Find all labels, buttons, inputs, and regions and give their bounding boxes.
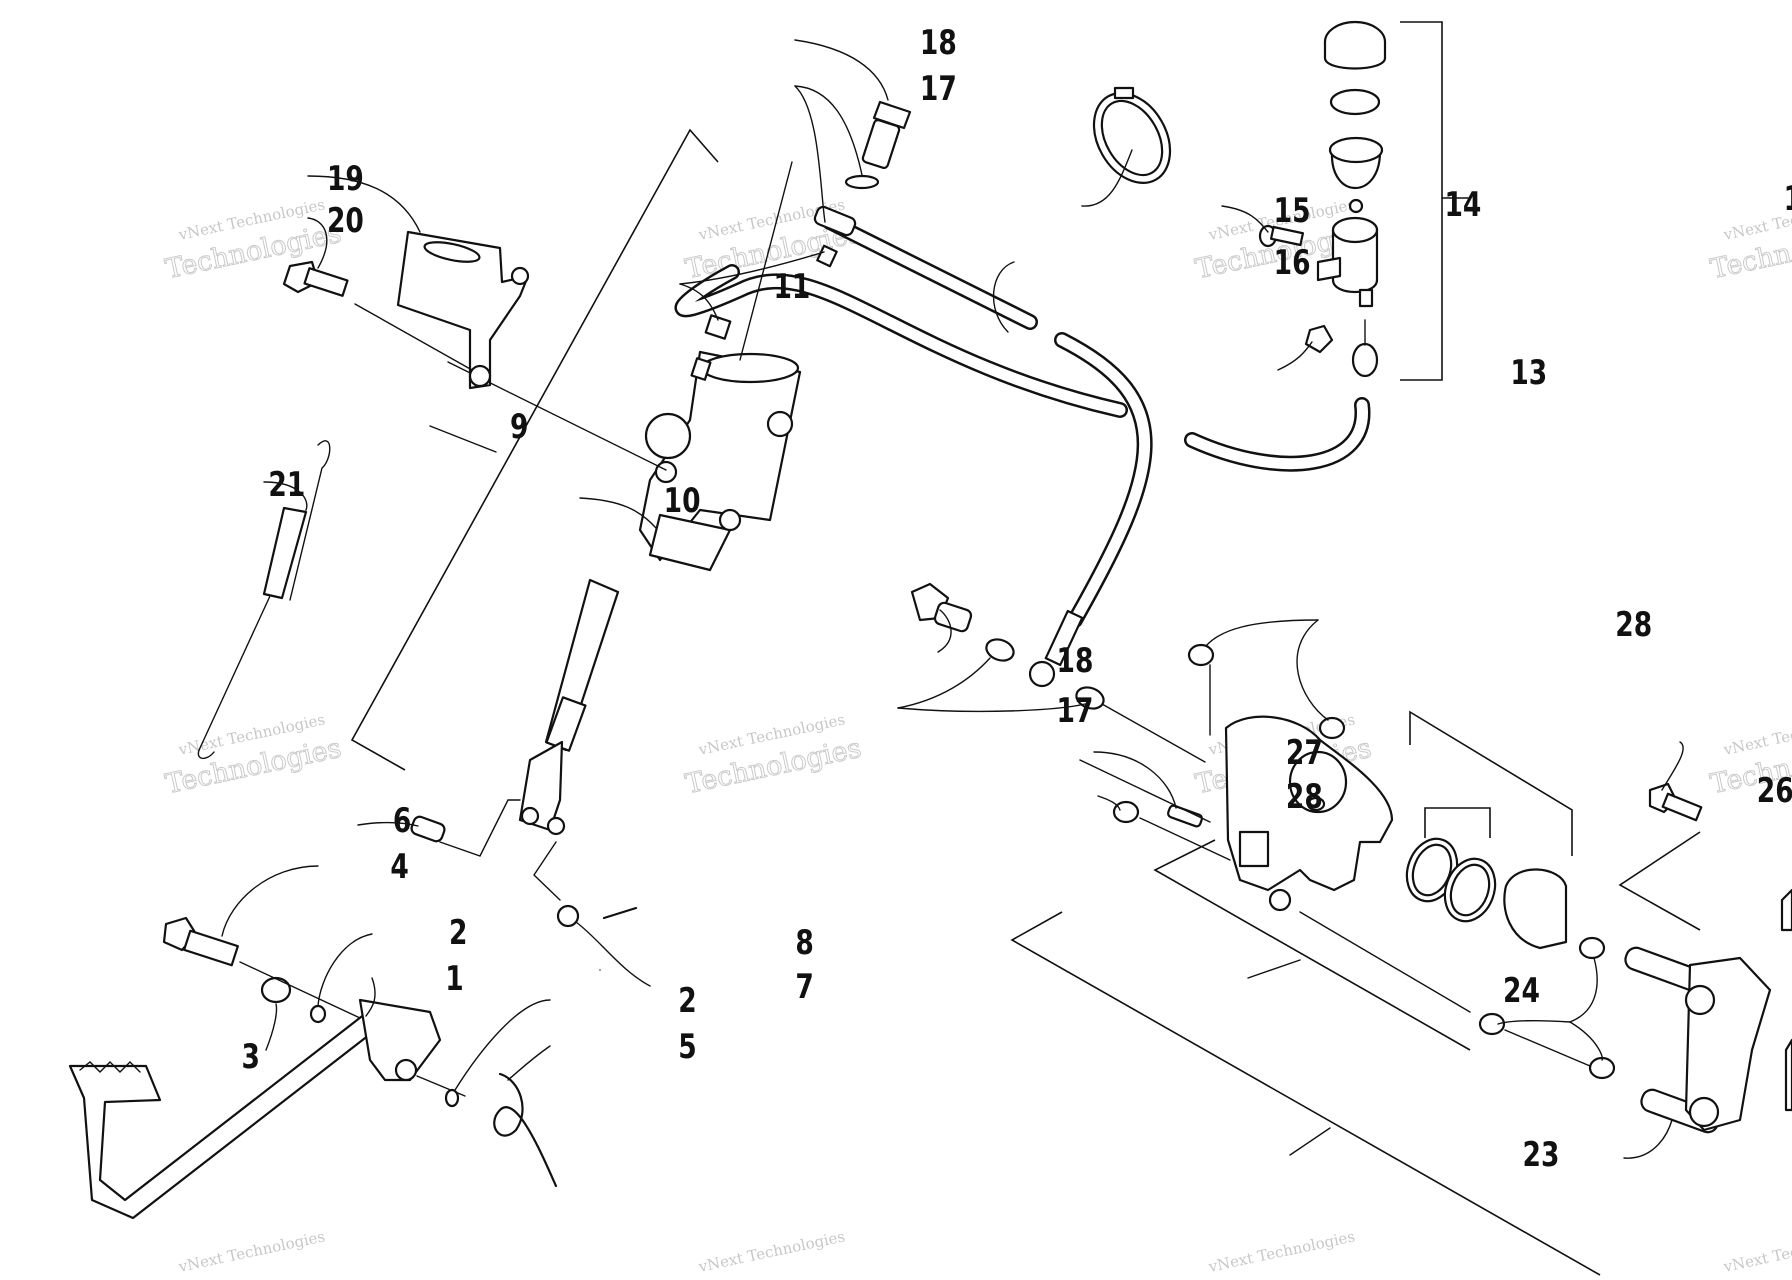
callout-26: 26 bbox=[1757, 772, 1792, 811]
callout-labels: 1 2 2 3 4 5 6 7 8 9 10 11 12 13 14 15 16… bbox=[242, 24, 1792, 1175]
master-cylinder bbox=[447, 161, 802, 836]
watermark-small: vNext Technologies bbox=[1721, 1227, 1792, 1276]
callout-16: 16 bbox=[1274, 244, 1311, 283]
reservoir-body bbox=[1331, 228, 1379, 293]
watermark-small: vNext Technologies bbox=[696, 1227, 846, 1276]
callout-20: 20 bbox=[327, 202, 364, 241]
callout-23: 23 bbox=[1523, 1136, 1560, 1175]
callout-3: 3 bbox=[242, 1038, 260, 1077]
callout-8: 8 bbox=[795, 924, 813, 963]
bracket-24 bbox=[1153, 839, 1471, 1051]
clamps-11 bbox=[690, 244, 838, 381]
callout-17-top: 17 bbox=[920, 70, 957, 109]
brake-pedal-1 bbox=[68, 998, 466, 1220]
bolt-4 bbox=[162, 916, 361, 1024]
bolt-20 bbox=[282, 260, 473, 371]
mount-bracket-29 bbox=[1624, 782, 1792, 1134]
callout-14: 14 bbox=[1444, 186, 1481, 225]
watermark-2: Technologies vNext Technologies bbox=[682, 195, 864, 285]
watermark-4: Technologies vNext Technologies bbox=[1707, 195, 1792, 285]
o-ring-28 bbox=[1187, 643, 1215, 667]
bracket-plate-19 bbox=[396, 230, 530, 390]
nut-13 bbox=[1304, 324, 1334, 354]
callout-2b: 2 bbox=[678, 982, 696, 1021]
callout-11: 11 bbox=[773, 268, 810, 307]
watermark-10: vNext Technologies bbox=[696, 1227, 846, 1276]
pin-6 bbox=[410, 799, 521, 857]
callout-21: 21 bbox=[268, 466, 305, 505]
washer-17b bbox=[1075, 686, 1105, 710]
callout-24: 24 bbox=[1503, 972, 1540, 1011]
washer-17 bbox=[985, 638, 1015, 662]
callout-10: 10 bbox=[664, 482, 701, 521]
leader-23 bbox=[1289, 1127, 1331, 1156]
clip-2 bbox=[309, 1004, 327, 1024]
watermark-small: vNext Technologies bbox=[1721, 710, 1792, 759]
bracket-25 bbox=[1409, 710, 1573, 856]
callout-1: 1 bbox=[445, 960, 463, 999]
washer-3 bbox=[260, 976, 292, 1004]
ring-15 bbox=[1092, 86, 1172, 185]
cylinder-boot bbox=[648, 513, 732, 572]
watermark-small: vNext Technologies bbox=[1721, 195, 1792, 244]
callout-28-mid: 28 bbox=[1286, 778, 1323, 817]
watermark-9: vNext Technologies bbox=[176, 1227, 326, 1276]
bracket-23 bbox=[1010, 911, 1601, 1276]
callout-leaders bbox=[221, 39, 1684, 1159]
washer-17-top bbox=[844, 174, 880, 190]
callout-12: 12 bbox=[1784, 180, 1792, 219]
callout-18-top: 18 bbox=[920, 24, 957, 63]
hoses bbox=[674, 214, 1371, 628]
watermark-5: Technologies vNext Technologies bbox=[162, 710, 344, 800]
banjo-eye bbox=[1028, 660, 1056, 688]
callout-2: 2 bbox=[449, 914, 467, 953]
callout-6: 6 bbox=[393, 802, 411, 841]
banjo-bolt-lower bbox=[910, 582, 1206, 763]
watermark-11: vNext Technologies bbox=[1206, 1227, 1356, 1276]
spring-21 bbox=[197, 440, 331, 759]
callout-28-top: 28 bbox=[1615, 606, 1652, 645]
banjo-bolt-top bbox=[813, 100, 912, 237]
callout-13: 13 bbox=[1510, 354, 1547, 393]
callout-4: 4 bbox=[390, 848, 408, 887]
leader-24 bbox=[1247, 959, 1301, 979]
callout-15: 15 bbox=[1274, 192, 1311, 231]
leader-9 bbox=[429, 425, 497, 453]
callout-18: 18 bbox=[1057, 642, 1094, 681]
callout-5: 5 bbox=[678, 1028, 696, 1067]
bracket-12 bbox=[1400, 21, 1443, 381]
rod-thread bbox=[545, 696, 587, 752]
cylinder-port bbox=[700, 352, 800, 384]
cylinder-fitting bbox=[644, 412, 692, 460]
piston bbox=[1503, 868, 1568, 950]
bracket-9 bbox=[350, 128, 719, 771]
callout-9: 9 bbox=[510, 408, 528, 447]
watermark-6: Technologies vNext Technologies bbox=[682, 710, 864, 800]
clip-7-8 bbox=[533, 841, 638, 971]
callout-17: 17 bbox=[1057, 692, 1094, 731]
watermark-small: vNext Technologies bbox=[176, 1227, 326, 1276]
spring-5 bbox=[444, 1072, 558, 1188]
group-brackets bbox=[350, 21, 1701, 1276]
callout-27: 27 bbox=[1286, 734, 1323, 773]
watermark-12: vNext Technologies bbox=[1721, 1227, 1792, 1276]
reservoir-12 bbox=[1258, 20, 1387, 378]
clip-2b bbox=[444, 1088, 460, 1108]
watermark-small: vNext Technologies bbox=[1206, 1227, 1356, 1276]
bracket-22 bbox=[1618, 831, 1701, 931]
callout-7: 7 bbox=[795, 968, 813, 1007]
piston-set bbox=[1405, 837, 1568, 950]
callout-19: 19 bbox=[327, 160, 364, 199]
caliper-24 bbox=[1079, 643, 1616, 1080]
reservoir-diaphragm bbox=[1329, 88, 1381, 116]
bracket-26 bbox=[1424, 807, 1491, 838]
